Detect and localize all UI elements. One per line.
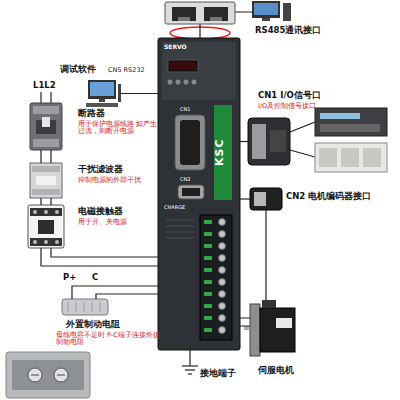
node-title: 伺服电机 <box>258 366 308 376</box>
node-note: 母线电容不足时 P-C端子连接外接制动电阻 <box>56 332 160 347</box>
node-title: 电磁接触器 <box>78 207 168 217</box>
component-box: 外置制动电阻母线电容不足时 P-C端子连接外接制动电阻 <box>62 299 108 315</box>
contactor-icon <box>28 205 64 248</box>
debug-pc-icon <box>86 80 121 107</box>
connector-box: CN1 I/O信号口I/O及控制信号接口 <box>248 118 290 165</box>
node-note: 用于保护电源线路 如产生过流，则断开电源 <box>78 121 158 136</box>
node-title: RS485通讯接口 <box>255 26 365 36</box>
controller-icon <box>315 143 387 172</box>
mains-wire <box>50 92 51 103</box>
highlight-ellipse <box>170 27 230 39</box>
mains-wire <box>40 92 41 103</box>
phase-label: L1L2 <box>33 81 73 91</box>
controller-icon <box>315 108 387 136</box>
wire <box>72 286 158 299</box>
cn2-plug-icon <box>250 188 282 210</box>
component-box: 电磁接触器用于开、关电源 <box>28 205 64 248</box>
drive-box: SERVO KSC <box>158 38 240 350</box>
pc-icon <box>235 1 291 21</box>
component-box: 断路器用于保护电源线路 如产生过流，则断开电源 <box>30 103 62 150</box>
node-note: CN5 RS232 <box>108 67 163 74</box>
port-label: CN1 <box>180 107 210 113</box>
wire <box>41 198 51 205</box>
terminal-label: C <box>92 273 106 283</box>
wire <box>41 248 158 266</box>
cn1-plug-icon <box>248 118 290 165</box>
motor-box: 伺服电机 <box>250 300 295 362</box>
port-label: CN2 <box>180 177 210 183</box>
wire <box>41 150 51 163</box>
node-title: 断路器 <box>78 109 168 119</box>
brake-resistor-icon <box>62 299 108 315</box>
node-title: 干扰滤波器 <box>78 165 168 175</box>
wire <box>240 141 248 142</box>
node-title: 调试软件 <box>60 65 110 75</box>
servo-drive <box>158 38 240 350</box>
port-box: RS485通讯接口 <box>165 2 235 24</box>
node-note: I/O及控制信号接口 <box>258 103 368 110</box>
node-title: 外置制动电阻 <box>66 320 156 330</box>
terminal-closeup <box>6 352 90 398</box>
node-note: 抑制电源的外部干扰 <box>78 177 158 184</box>
rs485-port <box>165 2 235 24</box>
ground-symbol <box>182 350 198 374</box>
node-title: SERVO <box>164 44 204 51</box>
node-note: 用于开、关电源 <box>78 219 158 226</box>
breaker-icon <box>30 103 62 150</box>
wire <box>240 198 250 199</box>
io-cable <box>290 122 315 132</box>
indicator-label: CHARGE <box>164 205 198 211</box>
node-note: KSC <box>214 105 232 200</box>
connector-box: CN2 电机编码器接口 <box>250 188 282 210</box>
ground-label: 接地端子 <box>200 369 250 379</box>
io-cable <box>290 150 315 157</box>
terminal-label: P+ <box>63 273 83 283</box>
pc-box: 调试软件CN5 RS232 <box>88 80 120 107</box>
servo-motor-icon <box>244 300 295 356</box>
wire <box>265 210 266 300</box>
node-title: CN1 I/O信号口 <box>258 91 378 101</box>
wire <box>120 93 158 94</box>
node-title: CN2 电机编码器接口 <box>286 192 396 202</box>
component-box: 干扰滤波器抑制电源的外部干扰 <box>30 163 62 198</box>
wire <box>199 24 200 38</box>
wire <box>240 318 250 326</box>
filter-icon <box>30 163 62 198</box>
